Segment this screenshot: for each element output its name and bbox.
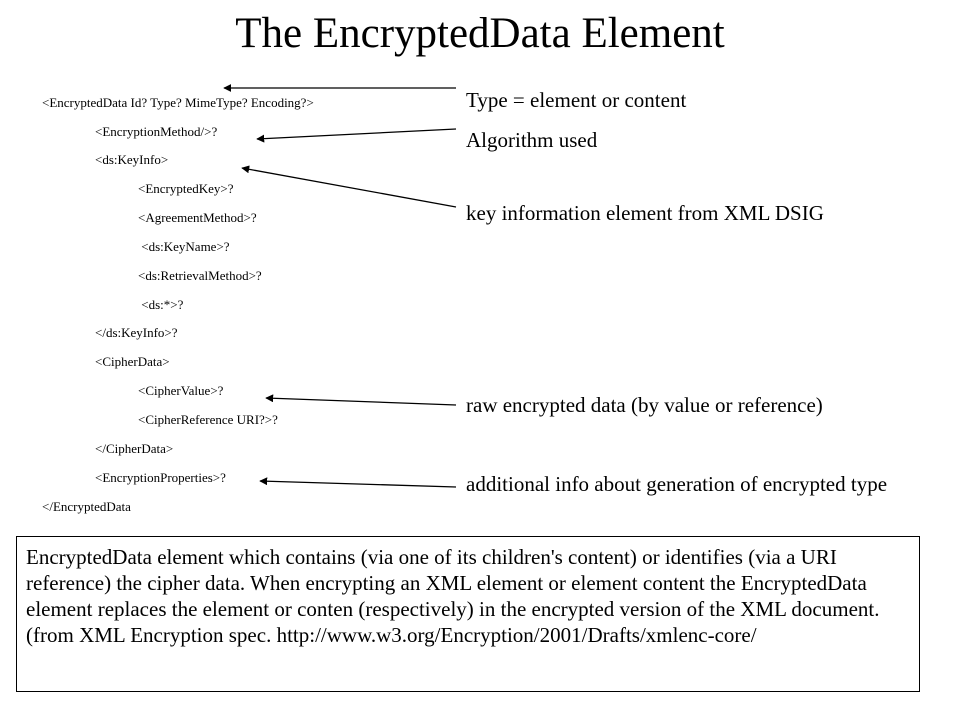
code-line-key-name: <ds:KeyName>? <box>138 239 230 254</box>
code-line-ds-wildcard: <ds:*>? <box>138 297 184 312</box>
code-line-retrieval-method: <ds:RetrievalMethod>? <box>138 268 262 283</box>
annotation-raw-encrypted-data: raw encrypted data (by value or referenc… <box>466 393 823 417</box>
code-line-keyinfo-close: </ds:KeyInfo>? <box>95 325 178 340</box>
description-box: EncryptedData element which contains (vi… <box>16 536 920 692</box>
code-line-cipher-data-close: </CipherData> <box>95 441 174 456</box>
annotation-additional-info: additional info about generation of encr… <box>466 472 888 496</box>
code-line-cipher-reference: <CipherReference URI?>? <box>138 412 278 427</box>
code-line-encryption-properties: <EncryptionProperties>? <box>95 470 226 485</box>
code-line-keyinfo-open: <ds:KeyInfo> <box>95 152 169 167</box>
arrow-additional-info <box>259 477 457 488</box>
arrow-raw-encrypted-data <box>265 394 457 406</box>
slide-title: The EncryptedData Element <box>235 10 725 57</box>
code-line-agreement-method: <AgreementMethod>? <box>138 210 257 225</box>
code-line-encrypted-data-close: </EncryptedData <box>42 499 131 514</box>
arrow-algorithm <box>256 128 457 143</box>
code-line-encrypted-data-open: <EncryptedData Id? Type? MimeType? Encod… <box>42 95 314 110</box>
annotation-algorithm: Algorithm used <box>466 128 598 152</box>
code-line-encryption-method: <EncryptionMethod/>? <box>95 124 218 139</box>
code-line-cipher-value: <CipherValue>? <box>138 383 224 398</box>
annotation-key-information: key information element from XML DSIG <box>466 201 824 225</box>
arrow-key-information <box>241 165 457 208</box>
code-line-cipher-data-open: <CipherData> <box>95 354 170 369</box>
annotation-type: Type = element or content <box>466 88 687 112</box>
code-line-encrypted-key: <EncryptedKey>? <box>138 181 234 196</box>
